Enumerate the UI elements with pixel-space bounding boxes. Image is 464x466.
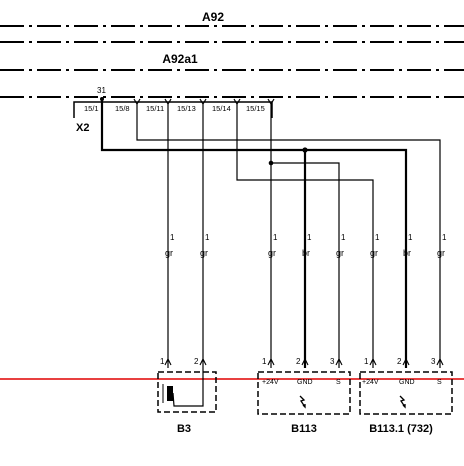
wire-color: gr bbox=[165, 248, 173, 258]
component-b113: +24V GND S B113 bbox=[257, 371, 351, 435]
hall-sensor-icon bbox=[399, 395, 406, 409]
terminal-label: +24V bbox=[262, 379, 279, 386]
component-b3: B3 bbox=[157, 368, 217, 435]
wire-color: gr bbox=[268, 248, 276, 258]
pin-number: 3 bbox=[330, 357, 335, 366]
connector-name: X2 bbox=[76, 122, 89, 134]
module-a92a1-label: A92a1 bbox=[162, 52, 198, 66]
connector-x2: X2 31 15/1 15/8 15/11 15/13 15/14 15/15 bbox=[73, 86, 275, 134]
component-pin-arrows bbox=[164, 357, 444, 366]
wire-color: gr bbox=[437, 248, 445, 258]
wires bbox=[100, 100, 441, 368]
pin-label: 15/1 bbox=[84, 104, 99, 113]
wire-number: 1 bbox=[408, 233, 413, 242]
wire-color: gr bbox=[370, 248, 378, 258]
wire-number: 1 bbox=[375, 233, 380, 242]
component-b3-label: B3 bbox=[177, 423, 191, 435]
b3-internal-wire bbox=[172, 368, 204, 407]
pin-number: 1 bbox=[160, 357, 165, 366]
wire-ground bbox=[100, 100, 408, 368]
terminal-label: S bbox=[336, 379, 341, 386]
component-b113-box bbox=[257, 371, 351, 415]
terminal-label: S bbox=[437, 379, 442, 386]
component-b113-1: +24V GND S B113.1 (732) bbox=[359, 371, 453, 435]
pin-31-label: 31 bbox=[97, 86, 106, 95]
component-b113-1-box bbox=[359, 371, 453, 415]
wire-number: 1 bbox=[170, 233, 175, 242]
wire-15-14 bbox=[236, 104, 374, 368]
pin-number: 1 bbox=[262, 357, 267, 366]
pin-number: 2 bbox=[194, 357, 199, 366]
wire-number: 1 bbox=[341, 233, 346, 242]
pin-label: 15/13 bbox=[177, 104, 196, 113]
junction-dot bbox=[268, 160, 274, 166]
pin-number: 2 bbox=[296, 357, 301, 366]
pin-label: 15/15 bbox=[246, 104, 265, 113]
component-b113-label: B113 bbox=[291, 423, 317, 435]
wire-number: 1 bbox=[307, 233, 312, 242]
pin-number: 1 bbox=[364, 357, 369, 366]
terminal-label: +24V bbox=[362, 379, 379, 386]
terminal-label: GND bbox=[297, 379, 313, 386]
wire-number: 1 bbox=[442, 233, 447, 242]
connector-bracket bbox=[73, 101, 273, 118]
component-b113-1-label: B113.1 (732) bbox=[369, 423, 433, 435]
terminal-label: GND bbox=[399, 379, 415, 386]
module-boundaries bbox=[0, 25, 464, 98]
hall-sensor-icon bbox=[299, 395, 306, 409]
sensor-element-icon bbox=[167, 386, 173, 401]
pin-number: 3 bbox=[431, 357, 436, 366]
wire-color: br bbox=[302, 248, 310, 258]
pin-label: 15/8 bbox=[115, 104, 130, 113]
component-pin-labels: 1 2 1 2 3 1 2 3 bbox=[160, 357, 436, 366]
pin-label: 15/11 bbox=[146, 104, 164, 113]
pin-label: 15/14 bbox=[212, 104, 231, 113]
wire-15-8 bbox=[136, 104, 441, 368]
wire-color: gr bbox=[336, 248, 344, 258]
wire-15-15 bbox=[270, 104, 340, 368]
component-b3-box bbox=[157, 371, 217, 413]
pin-number: 2 bbox=[397, 357, 402, 366]
wire-number: 1 bbox=[205, 233, 210, 242]
junction-dot bbox=[302, 147, 308, 153]
module-a92-label: A92 bbox=[202, 10, 224, 24]
wire-color: br bbox=[403, 248, 411, 258]
wire-color: gr bbox=[200, 248, 208, 258]
wire-number: 1 bbox=[273, 233, 278, 242]
wire-labels: 1 gr 1 gr 1 gr 1 br 1 gr 1 gr 1 br 1 gr bbox=[165, 233, 447, 258]
